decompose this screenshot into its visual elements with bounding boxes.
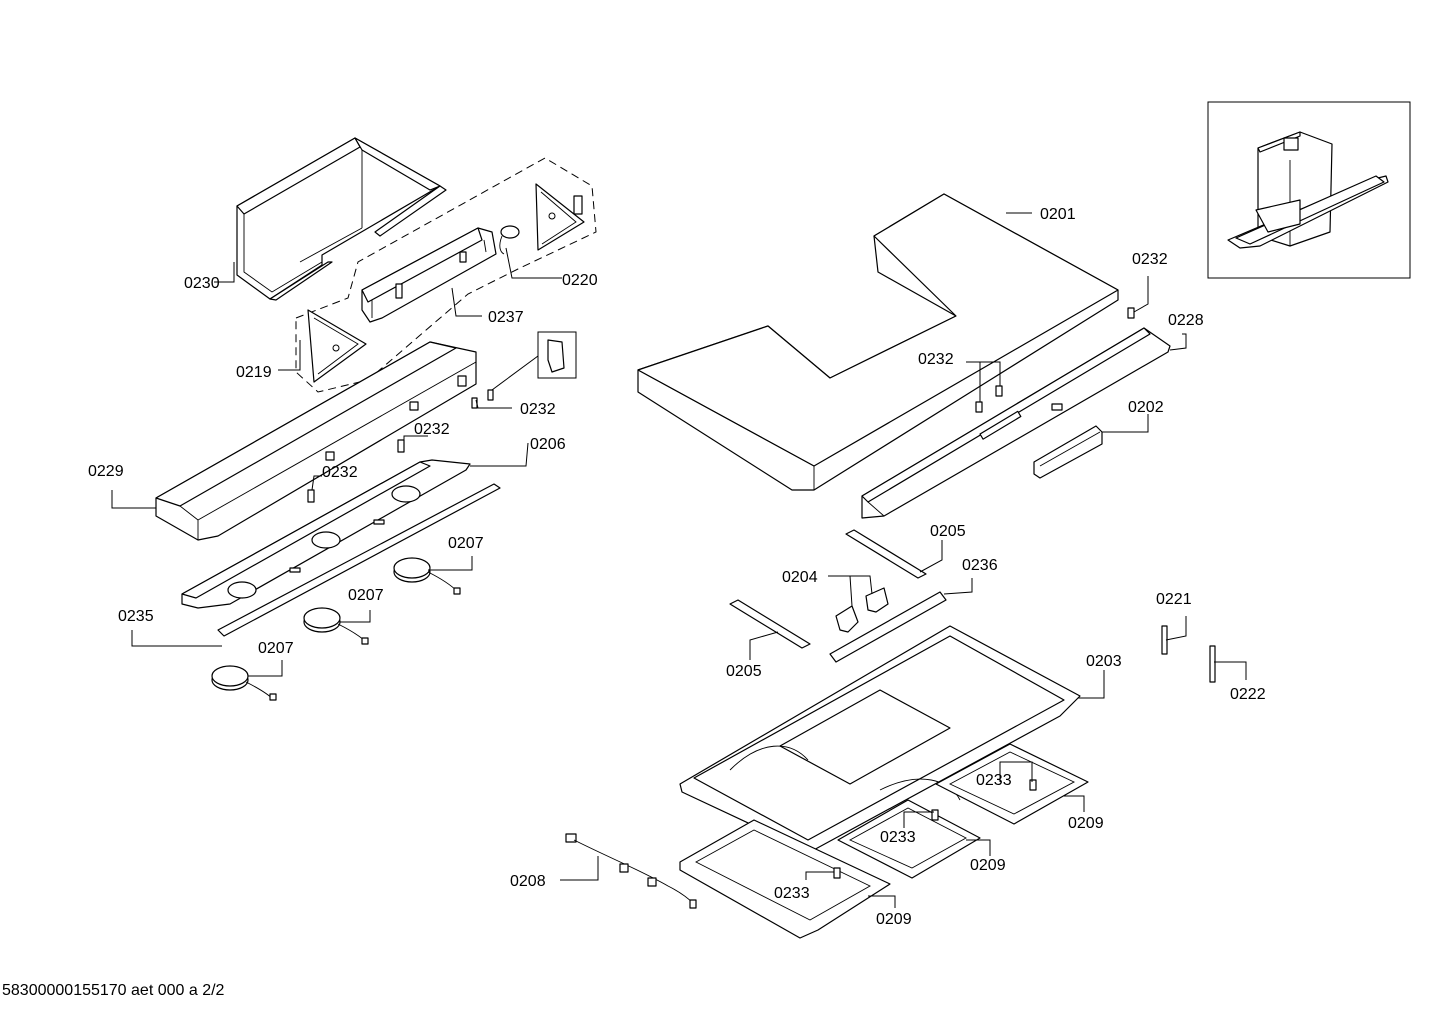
label-0205-lower: 0205 [726,663,762,680]
label-0228: 0228 [1168,312,1204,329]
label-0236: 0236 [962,557,998,574]
label-0209-mid: 0209 [970,857,1006,874]
part-0205-bracket-lower [729,599,811,649]
overview-inset [1207,101,1411,279]
drawing-number: 58300000155170 aet 000 a 2/2 [2,982,225,999]
label-0207-c: 0207 [258,640,294,657]
label-0202: 0202 [1128,399,1164,416]
part-0222-handle [1209,645,1216,683]
part-0207-knob-2 [303,607,369,645]
kit-group-outline [295,157,597,393]
label-0203: 0203 [1086,653,1122,670]
label-0232-left-b: 0232 [414,421,450,438]
part-0237-bracket [361,227,497,323]
part-0209-filter-2 [837,799,981,879]
label-0233-right: 0233 [976,772,1012,789]
part-0208-cable [565,833,697,909]
part-0229-cover [155,341,477,541]
part-0236-strip [829,591,947,663]
part-0202-module [1033,425,1103,479]
part-0205-bracket-upper [845,529,927,579]
label-0219: 0219 [236,364,272,381]
clip-group-right [975,307,1135,413]
part-0233-clips [833,779,1037,879]
label-0222: 0222 [1230,686,1266,703]
label-0229: 0229 [88,463,124,480]
label-0205-upper: 0205 [930,523,966,540]
part-side-plate-right [535,183,585,251]
label-0233-mid: 0233 [880,829,916,846]
part-0235-strip [217,483,501,637]
part-0230-box [236,137,447,301]
label-0208: 0208 [510,873,546,890]
part-0203-tray [679,625,1081,853]
label-0232-right-top: 0232 [1132,251,1168,268]
part-0201-canopy [637,193,1119,491]
label-0221: 0221 [1156,591,1192,608]
clip-group-left [307,331,577,503]
label-0209-right: 0209 [1068,815,1104,832]
label-0232-left-a: 0232 [520,401,556,418]
label-0237: 0237 [488,309,524,326]
label-0206: 0206 [530,436,566,453]
label-0233-left: 0233 [774,885,810,902]
part-0206-panel [181,459,471,609]
label-0232-left-c: 0232 [322,464,358,481]
label-0232-right-mid: 0232 [918,351,954,368]
label-0230: 0230 [184,275,220,292]
label-0220: 0220 [562,272,598,289]
part-0204-hinges [835,587,889,633]
part-0207-knob-1 [393,557,461,595]
part-0207-knob-3 [211,665,277,701]
part-0209-filter-3 [935,743,1089,825]
label-0204: 0204 [782,569,818,586]
label-0209-left: 0209 [876,911,912,928]
label-0207-b: 0207 [348,587,384,604]
part-0219-side-plate [307,309,367,383]
part-labels: 0201 0232 0228 0232 0202 0205 0236 0204 … [88,206,1266,928]
part-0209-filter-1 [679,819,891,939]
leader-lines [111,212,1247,908]
label-0207-a: 0207 [448,535,484,552]
part-0220-motor [499,225,520,255]
part-0228-rail [861,327,1171,519]
label-0201: 0201 [1040,206,1076,223]
label-0235: 0235 [118,608,154,625]
